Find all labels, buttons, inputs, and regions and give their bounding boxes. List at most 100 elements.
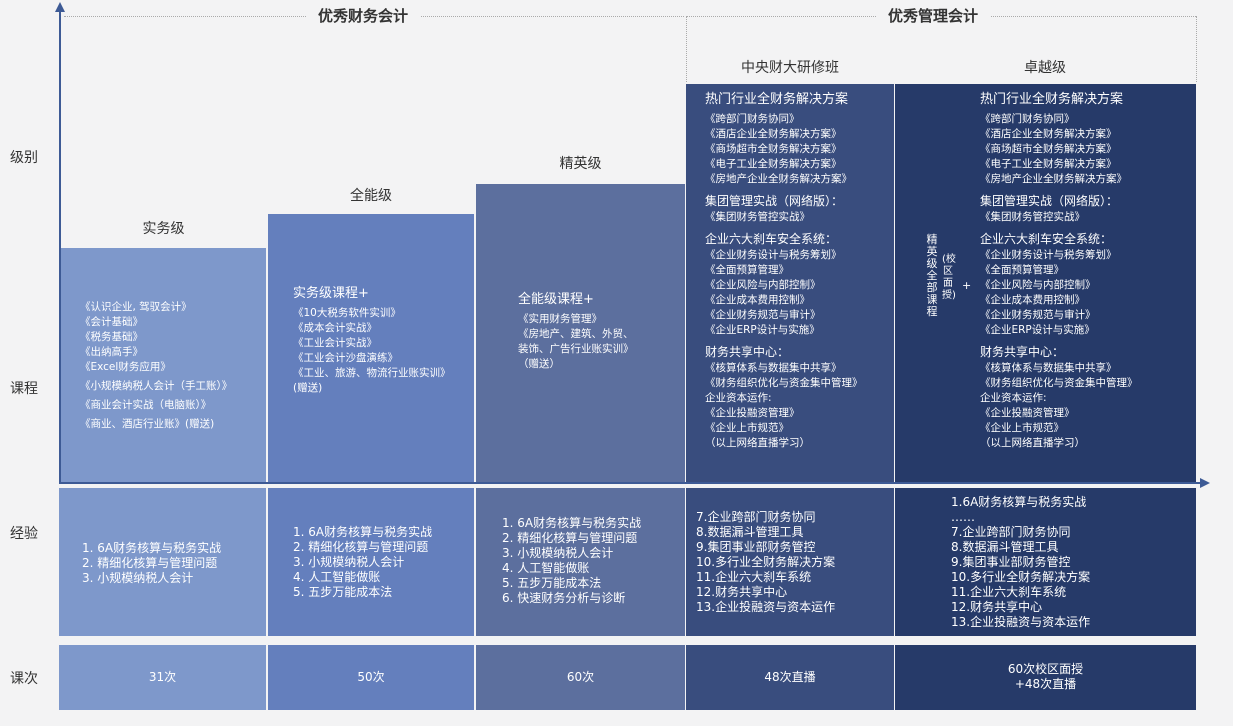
- course-item: 《企业风险与内部控制》: [980, 279, 1096, 291]
- course-item: 《全面预算管理》: [705, 264, 789, 276]
- course-item: 《企业成本费用控制》: [980, 294, 1085, 306]
- course-list-allround: 实务级课程+ 《10大税务软件实训》 《成本会计实战》 《工业会计实战》 《工业…: [293, 284, 451, 396]
- y-axis: [59, 10, 61, 484]
- course-item: 装饰、广告行业账实训》: [518, 343, 634, 355]
- experience-item: 1. 6A财务核算与税务实战: [293, 525, 433, 539]
- count-block-practical: [59, 645, 266, 710]
- experience-item: 1. 6A财务核算与税务实战: [502, 516, 642, 530]
- course-item: 《税务基础》: [80, 331, 143, 343]
- level-label-allround: 全能级: [350, 188, 392, 204]
- level-label-elite: 精英级: [559, 156, 602, 172]
- course-item: 《会计基础》: [80, 316, 143, 328]
- y-axis-arrow: [55, 2, 65, 12]
- course-item: 《财务组织优化与资金集中管理》: [980, 377, 1138, 389]
- experience-item: 4. 人工智能做账: [293, 570, 381, 584]
- course-item: 《房地产企业全财务解决方案》: [705, 173, 852, 185]
- course-item: 《企业风险与内部控制》: [705, 279, 821, 291]
- course-item: 《跨部门财务协同》: [980, 113, 1075, 125]
- course-item: (赠送): [293, 382, 323, 394]
- course-block-elite: [476, 184, 685, 482]
- section-title: 企业六大刹车安全系统：: [705, 232, 838, 246]
- experience-item: 13.企业投融资与资本运作: [696, 600, 836, 614]
- course-title: 全能级课程+: [518, 292, 594, 307]
- course-item: 企业资本运作:: [980, 392, 1047, 404]
- experience-block-allround: [268, 488, 474, 636]
- experience-item: 8.数据漏斗管理工具: [951, 540, 1059, 554]
- count-block-allround: [268, 645, 474, 710]
- course-item: 《工业会计沙盘演练》: [293, 352, 398, 364]
- experience-item: 7.企业跨部门财务协同: [696, 510, 816, 524]
- experience-list-elite: 1. 6A财务核算与税务实战 2. 精细化核算与管理问题 3. 小规模纳税人会计…: [502, 516, 641, 606]
- experience-item: 12.财务共享中心: [951, 600, 1043, 614]
- course-item: 《商业、酒店行业账》(赠送): [80, 418, 215, 430]
- course-item: 《集团财务管控实战》: [980, 211, 1085, 223]
- course-item: 《酒店企业全财务解决方案》: [705, 128, 842, 140]
- subheader-excellence: 卓越级: [1024, 60, 1066, 76]
- side-label-experience: 经验: [10, 526, 38, 542]
- vertical-label-elite-all: 精英级全部课程: [926, 233, 938, 318]
- experience-item: 13.企业投融资与资本运作: [951, 615, 1091, 629]
- count-block-elite: [476, 645, 685, 710]
- course-block-cufe: [686, 84, 894, 482]
- experience-item: 12.财务共享中心: [696, 585, 788, 599]
- x-axis: [59, 482, 1201, 484]
- count-practical: 31次: [148, 670, 177, 684]
- course-item: 《认识企业, 驾驭会计》: [80, 301, 192, 313]
- course-list-practical: 《认识企业, 驾驭会计》 《会计基础》 《税务基础》 《出纳高手》 《Excel…: [80, 300, 232, 432]
- experience-item: 1.6A财务核算与税务实战: [951, 495, 1087, 509]
- count-line: 60次校区面授: [1007, 662, 1084, 676]
- section-title: 热门行业全财务解决方案: [705, 92, 849, 107]
- experience-item: 4. 人工智能做账: [502, 561, 590, 575]
- count-allround: 50次: [357, 670, 385, 684]
- course-item: 《财务组织优化与资金集中管理》: [705, 377, 863, 389]
- side-label-level: 级别: [10, 150, 38, 166]
- experience-item: 10.多行业全财务解决方案: [951, 570, 1091, 584]
- experience-block-cufe: [686, 488, 894, 636]
- course-title: 实务级课程+: [293, 286, 369, 301]
- experience-block-practical: [59, 488, 266, 636]
- course-block-excellence: [895, 84, 1196, 482]
- experience-item: 11.企业六大刹车系统: [951, 585, 1067, 599]
- course-item: 《成本会计实战》: [293, 322, 377, 334]
- header-divider-vertical: [686, 16, 687, 82]
- experience-item: 11.企业六大刹车系统: [696, 570, 812, 584]
- experience-item: 6. 快速财务分析与诊断: [502, 591, 626, 605]
- experience-item: 5. 五步万能成本法: [293, 585, 393, 599]
- course-item: 《电子工业全财务解决方案》: [705, 158, 842, 170]
- side-label-count: 课次: [10, 671, 38, 687]
- course-item: 《Excel财务应用》: [80, 361, 171, 373]
- experience-item: 9.集团事业部财务管控: [951, 555, 1071, 569]
- course-item: 《企业投融资管理》: [980, 407, 1075, 419]
- section-title: 集团管理实战（网络版）：: [705, 194, 844, 208]
- course-item: 《企业上市规范》: [705, 422, 789, 434]
- course-item: 《实用财务管理》: [518, 313, 602, 325]
- experience-list-excellence: 1.6A财务核算与税务实战 …… 7.企业跨部门财务协同 8.数据漏斗管理工具 …: [951, 495, 1090, 630]
- side-label-course: 课程: [10, 381, 38, 397]
- course-item: 《商业会计实战（电脑账）》: [80, 399, 212, 411]
- course-item: 《企业ERP设计与实施》: [980, 324, 1095, 336]
- course-item: （以上网络直播学习）: [980, 437, 1085, 449]
- section-title: 财务共享中心：: [705, 345, 790, 359]
- experience-item: 8.数据漏斗管理工具: [696, 525, 804, 539]
- course-item: 《企业财务设计与税务筹划》: [705, 249, 842, 261]
- experience-item: 5. 五步万能成本法: [502, 576, 602, 590]
- course-item: 企业资本运作:: [705, 392, 772, 404]
- count-block-cufe: [686, 645, 894, 710]
- section-title: 热门行业全财务解决方案: [980, 92, 1124, 107]
- experience-list-practical: 1. 6A财务核算与税务实战 2. 精细化核算与管理问题 3. 小规模纳税人会计: [82, 541, 221, 586]
- count-line: +48次直播: [1014, 677, 1077, 691]
- header-title-financial: 优秀财务会计: [306, 6, 421, 26]
- count-elite: 60次: [566, 670, 595, 684]
- experience-item: ……: [951, 510, 975, 524]
- course-item: 《商场超市全财务解决方案》: [705, 143, 842, 155]
- section-title: 集团管理实战（网络版）：: [980, 194, 1119, 208]
- experience-list-allround: 1. 6A财务核算与税务实战 2. 精细化核算与管理问题 3. 小规模纳税人会计…: [293, 525, 432, 600]
- course-item: 《核算体系与数据集中共享》: [980, 362, 1117, 374]
- section-title: 财务共享中心：: [980, 345, 1065, 359]
- course-item: 《小规模纳税人会计（手工账）》: [80, 380, 233, 392]
- header-divider-vertical-right: [1196, 16, 1197, 82]
- course-list-elite: 全能级课程+ 《实用财务管理》 《房地产、建筑、外贸、 装饰、广告行业账实训》 …: [518, 290, 634, 372]
- level-label-practical: 实务级: [142, 221, 185, 237]
- course-list-excellence: 热门行业全财务解决方案 《跨部门财务协同》 《酒店企业全财务解决方案》 《商场超…: [980, 90, 1138, 451]
- count-cufe: 48次直播: [764, 670, 816, 684]
